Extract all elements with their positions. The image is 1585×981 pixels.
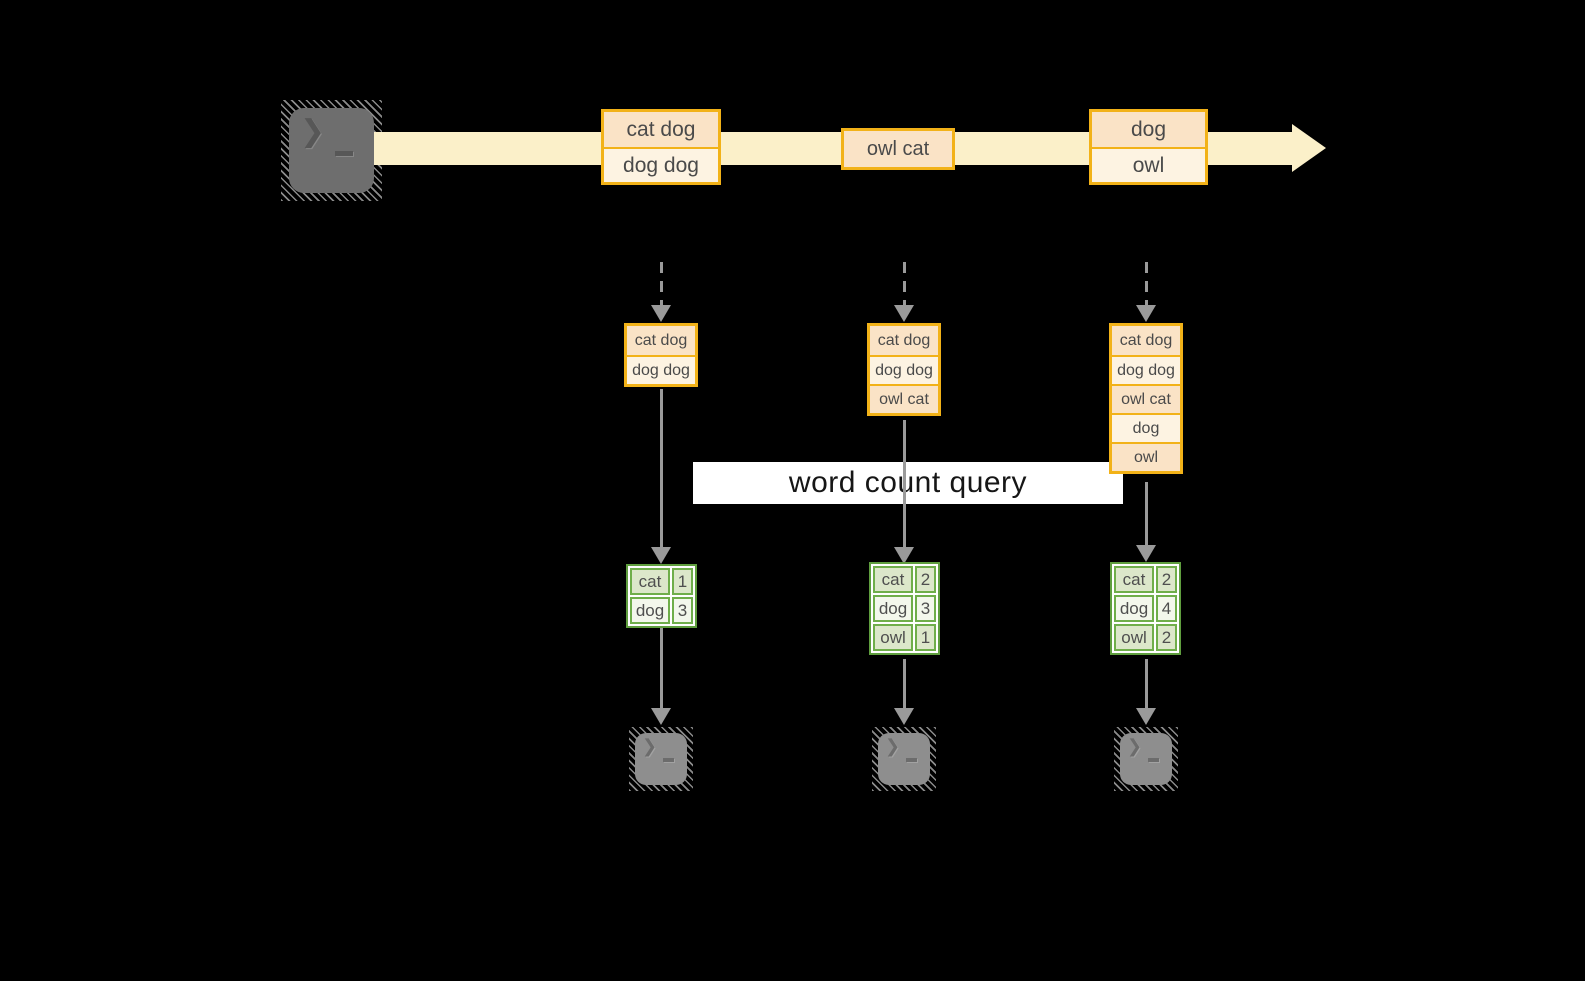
- word-cell: owl: [873, 624, 913, 651]
- word-cell: dog: [630, 597, 670, 624]
- state-line: dog dog: [627, 355, 695, 384]
- word-cell: owl: [1114, 624, 1154, 651]
- state-line: dog dog: [1112, 355, 1180, 384]
- output-terminal-icon-3: ❯: [1114, 727, 1178, 791]
- word-cell: cat: [873, 566, 913, 593]
- state-box-1: cat dog dog dog: [624, 323, 698, 387]
- output-terminal-icon-1: ❯: [629, 727, 693, 791]
- state-box-3: cat dog dog dog owl cat dog owl: [1109, 323, 1183, 474]
- word-cell: cat: [630, 568, 670, 595]
- dashed-arrow-line: [1144, 262, 1148, 305]
- state-line: dog dog: [870, 355, 938, 384]
- terminal-prompt-icon: ❯: [1127, 736, 1143, 756]
- output-terminal-icon-2: ❯: [872, 727, 936, 791]
- state-box-2: cat dog dog dog owl cat: [867, 323, 941, 416]
- state-line: owl cat: [1112, 384, 1180, 413]
- table-row: owl 1: [873, 624, 936, 651]
- state-line: cat dog: [1112, 326, 1180, 355]
- terminal-cursor-icon: [1148, 758, 1159, 762]
- arrow-head-icon: [651, 547, 671, 564]
- arrow-line: [659, 389, 663, 547]
- dashed-arrow-head-icon: [651, 305, 671, 322]
- terminal-cursor-icon: [906, 758, 917, 762]
- terminal-prompt-icon: ❯: [300, 115, 326, 148]
- terminal-screen: ❯: [289, 108, 374, 193]
- arrow-head-icon: [894, 547, 914, 564]
- arrow-line: [1144, 482, 1148, 545]
- terminal-screen: ❯: [1120, 733, 1172, 785]
- count-cell: 3: [915, 595, 936, 622]
- terminal-cursor-icon: [663, 758, 674, 762]
- count-cell: 3: [672, 597, 693, 624]
- table-row: cat 2: [873, 566, 936, 593]
- state-line: cat dog: [870, 326, 938, 355]
- count-cell: 2: [1156, 624, 1177, 651]
- terminal-prompt-icon: ❯: [642, 736, 658, 756]
- table-row: dog 3: [630, 597, 693, 624]
- count-table-3: cat 2 dog 4 owl 2: [1110, 562, 1181, 655]
- arrow-head-icon: [1136, 708, 1156, 725]
- word-cell: dog: [873, 595, 913, 622]
- count-cell: 2: [1156, 566, 1177, 593]
- dashed-arrow-head-icon: [1136, 305, 1156, 322]
- count-cell: 1: [672, 568, 693, 595]
- event-line: cat dog: [604, 112, 718, 147]
- event-line: dog: [1092, 112, 1205, 147]
- arrow-head-icon: [1136, 545, 1156, 562]
- terminal-cursor-icon: [335, 151, 353, 156]
- dashed-arrow-head-icon: [894, 305, 914, 322]
- arrow-line: [1144, 659, 1148, 708]
- event-box-2: owl cat: [841, 128, 955, 170]
- count-table-2: cat 2 dog 3 owl 1: [869, 562, 940, 655]
- dashed-arrow-line: [659, 262, 663, 305]
- arrow-line: [659, 628, 663, 708]
- event-line: owl: [1092, 147, 1205, 182]
- query-banner: word count query: [693, 462, 1123, 504]
- table-row: dog 4: [1114, 595, 1177, 622]
- query-banner-label: word count query: [788, 466, 1028, 499]
- terminal-prompt-icon: ❯: [885, 736, 901, 756]
- arrow-line: [902, 420, 906, 547]
- source-terminal-icon: ❯: [281, 100, 382, 201]
- count-table-1: cat 1 dog 3: [626, 564, 697, 628]
- table-row: cat 2: [1114, 566, 1177, 593]
- word-cell: dog: [1114, 595, 1154, 622]
- event-line: owl cat: [844, 131, 952, 167]
- stream-arrowhead-icon: [1292, 124, 1326, 172]
- count-cell: 2: [915, 566, 936, 593]
- table-row: dog 3: [873, 595, 936, 622]
- arrow-head-icon: [894, 708, 914, 725]
- event-box-3: dog owl: [1089, 109, 1208, 185]
- count-cell: 1: [915, 624, 936, 651]
- event-line: dog dog: [604, 147, 718, 182]
- word-cell: cat: [1114, 566, 1154, 593]
- terminal-screen: ❯: [635, 733, 687, 785]
- table-row: owl 2: [1114, 624, 1177, 651]
- arrow-line: [902, 659, 906, 708]
- dashed-arrow-line: [902, 262, 906, 305]
- state-line: owl: [1112, 442, 1180, 471]
- state-line: dog: [1112, 413, 1180, 442]
- event-box-1: cat dog dog dog: [601, 109, 721, 185]
- table-row: cat 1: [630, 568, 693, 595]
- count-cell: 4: [1156, 595, 1177, 622]
- state-line: cat dog: [627, 326, 695, 355]
- state-line: owl cat: [870, 384, 938, 413]
- arrow-head-icon: [651, 708, 671, 725]
- terminal-screen: ❯: [878, 733, 930, 785]
